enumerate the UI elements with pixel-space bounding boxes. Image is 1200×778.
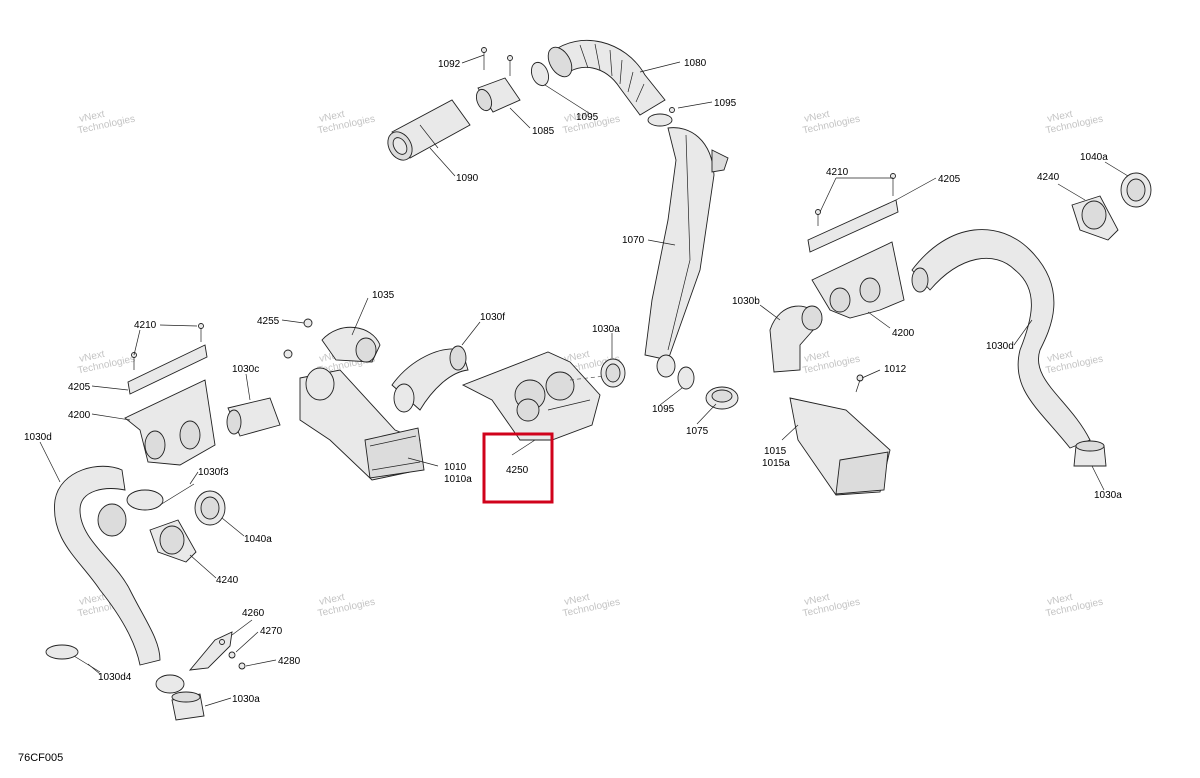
- part-label[interactable]: 1092: [438, 59, 461, 70]
- figure-code: 76CF005: [18, 752, 64, 764]
- part-label[interactable]: 4200: [892, 328, 915, 339]
- part-label[interactable]: 1095: [652, 404, 675, 415]
- part-label[interactable]: 4210: [134, 320, 157, 331]
- part-label[interactable]: 1095: [714, 98, 737, 109]
- part-label[interactable]: 1030c: [232, 364, 259, 375]
- bracket-4205-left[interactable]: [127, 344, 208, 395]
- part-label[interactable]: 1030f3: [198, 467, 229, 478]
- part-label[interactable]: 1030d: [24, 432, 52, 443]
- part-label[interactable]: 1015: [764, 446, 787, 457]
- part-label[interactable]: 4205: [68, 382, 91, 393]
- part-label[interactable]: 1030b: [732, 296, 760, 307]
- part-label[interactable]: 4250: [506, 465, 529, 476]
- part-label[interactable]: 4240: [1037, 172, 1060, 183]
- cap-1040a-left[interactable]: [194, 490, 226, 526]
- part-label[interactable]: 4200: [68, 410, 91, 421]
- part-label[interactable]: 1090: [456, 173, 479, 184]
- part-labels: 1092 1080 1095 1095 1090 1085 1070 4210 …: [24, 58, 1122, 705]
- cap-1030a-left[interactable]: [171, 691, 205, 721]
- strap-1030d4[interactable]: [45, 644, 101, 673]
- watermark: vNext: [78, 349, 106, 365]
- part-label[interactable]: 4280: [278, 656, 301, 667]
- bracket-4205-right[interactable]: [807, 199, 899, 253]
- watermark: vNext: [318, 109, 346, 125]
- watermark: vNext: [563, 109, 591, 125]
- duct-1070[interactable]: [644, 127, 729, 361]
- screws-4270-4280[interactable]: [228, 651, 246, 670]
- cap-1040a-right[interactable]: [1120, 172, 1152, 208]
- part-label[interactable]: 1010a: [444, 474, 472, 485]
- part-label[interactable]: 1012: [884, 364, 907, 375]
- part-label[interactable]: 1095: [576, 112, 599, 123]
- coupler-1075[interactable]: [705, 386, 739, 410]
- cap-1030a-right[interactable]: [1073, 440, 1107, 467]
- part-label[interactable]: 1030a: [1094, 490, 1122, 501]
- hose-1030d-right[interactable]: [911, 229, 1091, 449]
- screw-1092[interactable]: [481, 47, 513, 77]
- part-label[interactable]: 1015a: [762, 458, 790, 469]
- watermark: vNext: [563, 592, 591, 608]
- watermark: vNext: [803, 349, 831, 365]
- part-label[interactable]: 1040a: [1080, 152, 1108, 163]
- part-label[interactable]: 1030f: [480, 312, 505, 323]
- part-label[interactable]: 1030d4: [98, 672, 132, 683]
- watermark: vNext: [803, 109, 831, 125]
- ring-left-bottom: [155, 674, 185, 694]
- mount-4240-left[interactable]: [149, 519, 197, 563]
- clamp-1095-mid[interactable]: [647, 107, 675, 127]
- intake-plenum-1010[interactable]: [299, 367, 425, 481]
- part-label[interactable]: 4260: [242, 608, 265, 619]
- watermark: vNext: [78, 109, 106, 125]
- part-label[interactable]: 1085: [532, 126, 555, 137]
- screw-1012[interactable]: [855, 374, 864, 393]
- part-label[interactable]: 1030a: [232, 694, 260, 705]
- screw-4255[interactable]: [283, 318, 313, 359]
- clamp-1095-bottom[interactable]: [677, 366, 695, 390]
- watermark: vNext: [318, 592, 346, 608]
- hose-1030d-left[interactable]: [54, 465, 161, 666]
- part-label[interactable]: 1030d: [986, 341, 1014, 352]
- part-label[interactable]: 1010: [444, 462, 467, 473]
- strap-1030f3[interactable]: [126, 483, 195, 511]
- watermark: vNext: [563, 349, 591, 365]
- hose-1085[interactable]: [474, 77, 521, 113]
- watermark: vNext: [1046, 592, 1074, 608]
- part-label[interactable]: 1030a: [592, 324, 620, 335]
- part-label[interactable]: 1040a: [244, 534, 272, 545]
- part-label[interactable]: 4205: [938, 174, 961, 185]
- clamp-1095-top[interactable]: [528, 60, 551, 88]
- bracket-4260[interactable]: [188, 631, 233, 671]
- air-filter-1090[interactable]: [383, 99, 471, 164]
- bellows-hose-1080[interactable]: [543, 39, 666, 116]
- watermark: vNext: [1046, 349, 1074, 365]
- hose-1030c[interactable]: [226, 397, 281, 437]
- airbox-1015[interactable]: [789, 397, 891, 496]
- cap-1030a-center[interactable]: [600, 358, 626, 388]
- part-label[interactable]: 4210: [826, 167, 849, 178]
- elbow-1035[interactable]: [321, 326, 381, 363]
- part-label[interactable]: 1070: [622, 235, 645, 246]
- watermark: vNext: [78, 592, 106, 608]
- watermark: vNext: [1046, 109, 1074, 125]
- hose-1030f[interactable]: [391, 345, 469, 413]
- leader-lines: [39, 54, 1129, 707]
- part-label[interactable]: 1080: [684, 58, 707, 69]
- part-label[interactable]: 1035: [372, 290, 395, 301]
- screw-4210-right[interactable]: [815, 173, 896, 227]
- part-label[interactable]: 4270: [260, 626, 283, 637]
- watermark: vNext: [803, 592, 831, 608]
- throttle-body-4200-right[interactable]: [811, 241, 905, 319]
- throttle-body-4200-left[interactable]: [124, 379, 216, 466]
- ring-near-1070: [656, 354, 676, 378]
- part-label[interactable]: 4255: [257, 316, 280, 327]
- part-label[interactable]: 1075: [686, 426, 709, 437]
- highlight-box: [482, 432, 554, 504]
- mount-4240-right[interactable]: [1071, 195, 1119, 241]
- part-label[interactable]: 4240: [216, 575, 239, 586]
- housing-4250[interactable]: [461, 351, 601, 441]
